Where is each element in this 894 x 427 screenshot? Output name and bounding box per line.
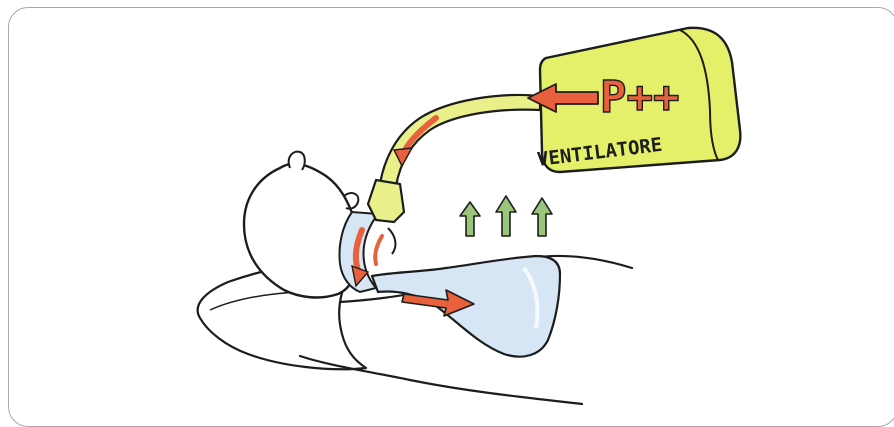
pressure-label: P++ xyxy=(600,72,679,123)
arrow-up-icon xyxy=(460,196,552,236)
ventilator-tube xyxy=(368,95,540,222)
mechanical-ventilation-illustration: P++ VENTILATORE xyxy=(0,0,894,417)
